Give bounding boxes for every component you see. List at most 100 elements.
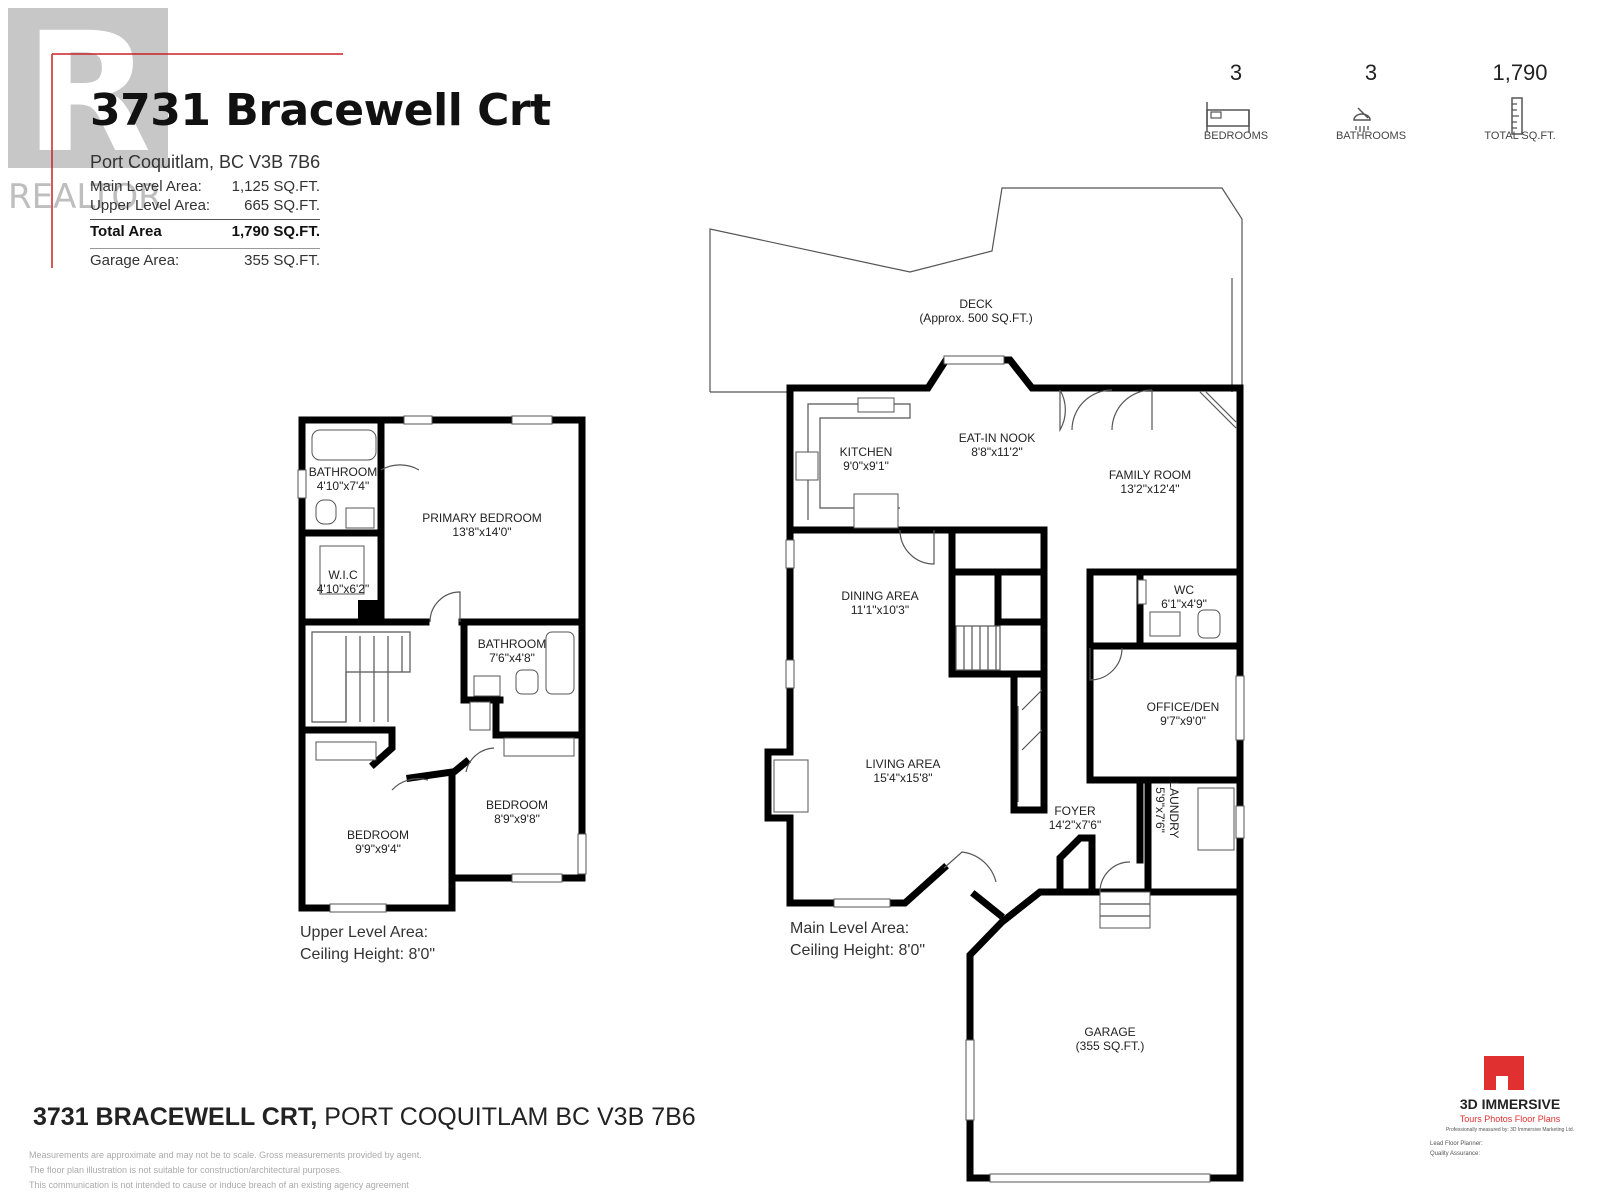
caption-area: Main Level Area: (790, 920, 910, 937)
stat-label: BEDROOMS (1203, 130, 1269, 142)
area-row-total: Total Area 1,790 SQ.FT. (90, 219, 320, 244)
room-dimensions: 8'9"x9'8" (494, 812, 540, 826)
bed-icon (1206, 102, 1250, 132)
garage-value: 355 SQ.FT. (244, 252, 320, 269)
room-name: PRIMARY BEDROOM (422, 511, 542, 525)
room-dimensions: 9'7"x9'0" (1160, 714, 1206, 728)
watermark-text: REALTOR (8, 177, 162, 217)
footer-street: 3731 BRACEWELL CRT, (33, 1103, 318, 1131)
room-name: DECK (959, 297, 992, 311)
total-value: 1,790 SQ.FT. (231, 223, 320, 240)
watermark-mark: R (24, 0, 151, 189)
upper-level (297, 415, 587, 913)
disclaimer-line: This communication is not intended to ca… (29, 1180, 409, 1190)
listing-title: 3731 Bracewell Crt (90, 85, 551, 136)
footer-address: 3731 BRACEWELL CRT, PORT COQUITLAM BC V3… (33, 1103, 696, 1132)
area-value: 665 SQ.FT. (244, 197, 320, 214)
caption-ceiling: Ceiling Height: 8'0" (300, 946, 436, 963)
brand-credit: Professionally measured by: 3D Immersive… (1445, 1127, 1575, 1133)
room-name: W.I.C (328, 568, 358, 582)
room-dimensions: 6'1"x4'9" (1161, 597, 1207, 611)
area-label: Main Level Area: (90, 178, 202, 195)
disclaimer-line: The floor plan illustration is not suita… (29, 1165, 343, 1175)
room-dimensions: 9'9"x9'4" (355, 842, 401, 856)
garage-label: Garage Area: (90, 252, 180, 269)
room-dimensions: 5'9"x7'6" (1153, 787, 1167, 833)
caption-area: Upper Level Area: (300, 924, 429, 941)
area-label: Upper Level Area: (90, 197, 211, 214)
room-name: FAMILY ROOM (1109, 468, 1191, 482)
area-row-garage: Garage Area: 355 SQ.FT. (90, 248, 320, 270)
room-dimensions: 9'0"x9'1" (843, 459, 889, 473)
main-level-caption: Main Level Area: Ceiling Height: 8'0" (790, 918, 925, 962)
brand-qa: Quality Assurance: (1430, 1151, 1481, 1157)
caption-ceiling: Ceiling Height: 8'0" (790, 942, 926, 959)
room-dimensions: 7'6"x4'8" (489, 651, 535, 665)
room-name: BATHROOM (478, 637, 546, 651)
room-name: BEDROOM (486, 798, 548, 812)
realtor-watermark: R REALTOR (8, 0, 168, 217)
room-dimensions: (355 SQ.FT.) (1076, 1039, 1145, 1053)
room-dimensions: 4'10"x7'4" (317, 479, 369, 493)
stat-bedrooms: 3 BEDROOMS (1176, 60, 1296, 142)
main-room-label: DECK(Approx. 500 SQ.FT.) (919, 297, 1032, 325)
room-dimensions: 13'2"x12'4" (1120, 482, 1179, 496)
room-name: BATHROOM (309, 465, 377, 479)
room-dimensions: 15'4"x15'8" (873, 771, 932, 785)
stat-label: BATHROOMS (1335, 130, 1407, 142)
room-name: KITCHEN (840, 445, 893, 459)
room-dimensions: 13'8"x14'0" (452, 525, 511, 539)
room-name: OFFICE/DEN (1147, 700, 1220, 714)
stat-value: 3 (1229, 60, 1243, 85)
main-room-label: GARAGE(355 SQ.FT.) (1076, 1025, 1145, 1053)
stat-label: TOTAL SQ.FT. (1484, 130, 1556, 142)
room-dimensions: 8'8"x11'2" (971, 445, 1023, 459)
room-name: EAT-IN NOOK (959, 431, 1035, 445)
room-name: BEDROOM (347, 828, 409, 842)
room-dimensions: 4'10"x6'2" (317, 582, 369, 596)
disclaimer-line: Measurements are approximate and may not… (29, 1150, 422, 1160)
room-name: DINING AREA (841, 589, 918, 603)
upper-room-label: W.I.C4'10"x6'2" (317, 568, 369, 596)
main-room-label: WC6'1"x4'9" (1161, 583, 1207, 611)
area-value: 1,125 SQ.FT. (231, 178, 320, 195)
footer-city: PORT COQUITLAM BC V3B 7B6 (317, 1103, 696, 1131)
area-row-main: Main Level Area: 1,125 SQ.FT. (90, 177, 320, 196)
stat-total-sqft: 1,790 TOTAL SQ.FT. (1460, 60, 1580, 142)
room-name: WC (1174, 583, 1194, 597)
room-name: GARAGE (1084, 1025, 1135, 1039)
brand-planner: Lead Floor Planner: (1430, 1141, 1483, 1147)
room-name: FOYER (1054, 804, 1096, 818)
upper-level-caption: Upper Level Area: Ceiling Height: 8'0" (300, 922, 435, 966)
brand-block: 3D IMMERSIVE Tours Photos Floor Plans Pr… (1420, 1096, 1600, 1157)
area-summary: Main Level Area: 1,125 SQ.FT. Upper Leve… (90, 177, 320, 270)
room-name: LIVING AREA (866, 757, 941, 771)
room-dimensions: 14'2"x7'6" (1049, 818, 1101, 832)
brand-name: 3D IMMERSIVE (1459, 1096, 1561, 1112)
room-dimensions: (Approx. 500 SQ.FT.) (919, 311, 1032, 325)
listing-city-line: Port Coquitlam, BC V3B 7B6 (90, 152, 321, 172)
room-dimensions: 11'1"x10'3" (851, 603, 909, 617)
stat-value: 3 (1364, 60, 1378, 85)
shower-icon (1353, 107, 1371, 132)
ruler-icon (1511, 97, 1523, 135)
area-row-upper: Upper Level Area: 665 SQ.FT. (90, 196, 320, 215)
brand-tagline: Tours Photos Floor Plans (1459, 1114, 1561, 1124)
room-name: LAUNDRY (1167, 781, 1181, 838)
stat-bathrooms: 3 BATHROOMS (1311, 60, 1431, 142)
main-level (709, 187, 1245, 1183)
